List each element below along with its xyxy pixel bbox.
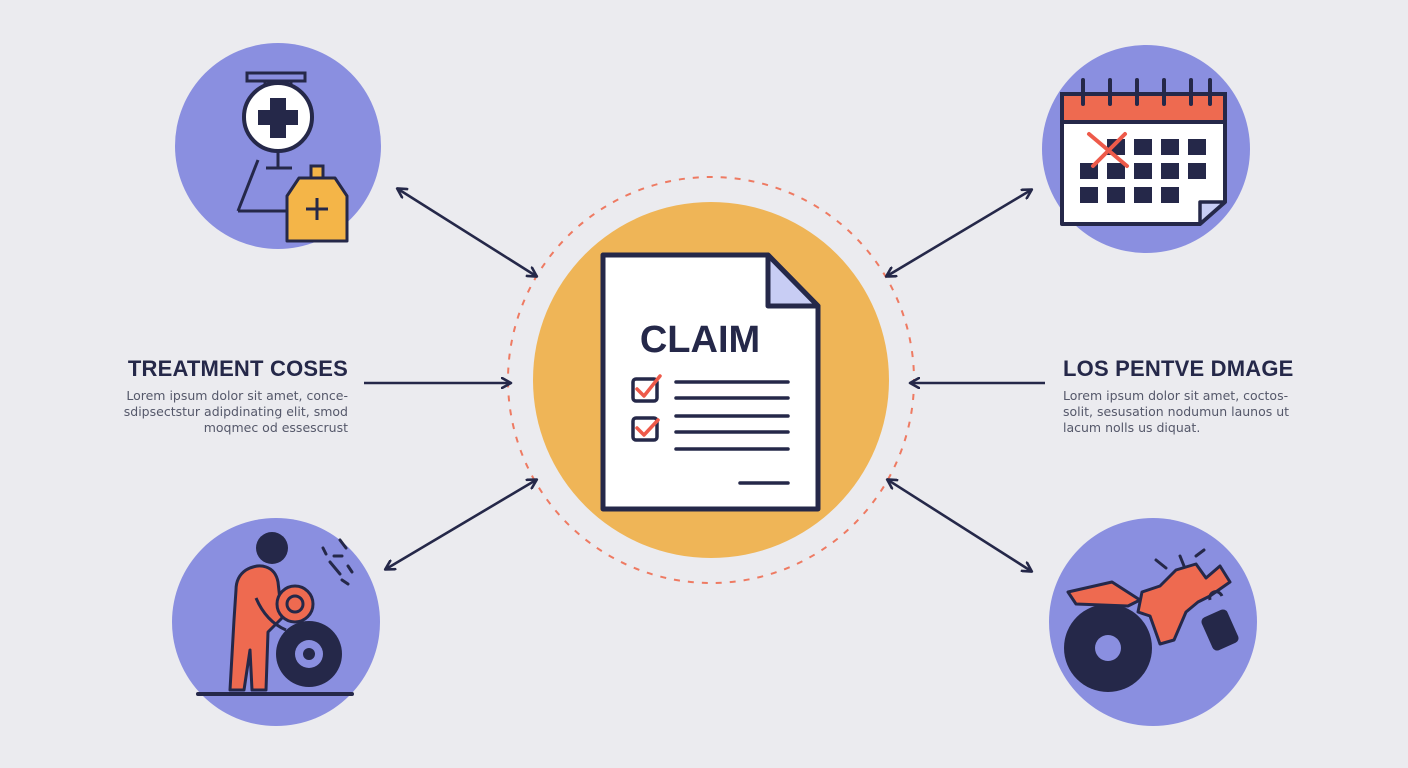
right-description-line: Lorem ipsum dolor sit amet, coctos- [1063, 388, 1289, 403]
right-description-line: solit, sesusation nodumun launos ut [1063, 404, 1290, 419]
right-description: Lorem ipsum dolor sit amet, coctos- soli… [1063, 388, 1323, 436]
injured-person-icon [196, 532, 354, 696]
arrow-top-right [887, 190, 1031, 276]
checkbox-2 [631, 416, 660, 442]
left-description-line: sdipsectstur adipdinating elit, smod [123, 404, 348, 419]
left-text-block: TREATMENT COSES Lorem ipsum dolor sit am… [88, 356, 348, 436]
left-description: Lorem ipsum dolor sit amet, conce- sdips… [88, 388, 348, 436]
claim-title: CLAIM [640, 319, 760, 361]
left-title: TREATMENT COSES [127, 356, 348, 381]
medical-kit-icon [285, 164, 349, 243]
arrow-bottom-left [386, 480, 536, 569]
damaged-motorcycle-icon [1064, 548, 1239, 692]
arrow-bottom-right [888, 480, 1031, 571]
injury-node [172, 518, 380, 726]
calendar-icon [1060, 78, 1227, 226]
calendar-node [1042, 45, 1250, 253]
left-description-line: Lorem ipsum dolor sit amet, conce- [126, 388, 348, 403]
claim-document-icon: CLAIM [600, 252, 821, 512]
medical-cross-icon [236, 71, 314, 213]
medical-node [175, 43, 381, 249]
right-text-block: LOS PENTVE DMAGE Lorem ipsum dolor sit a… [1063, 356, 1323, 436]
motorcycle-node [1049, 518, 1257, 726]
right-title: LOS PENTVE DMAGE [1063, 356, 1294, 381]
right-description-line: lacum nolls us diquat. [1063, 420, 1201, 435]
left-description-line: moqmec od essescrust [203, 420, 348, 435]
checkbox-1 [631, 374, 662, 403]
arrow-top-left [398, 189, 536, 276]
